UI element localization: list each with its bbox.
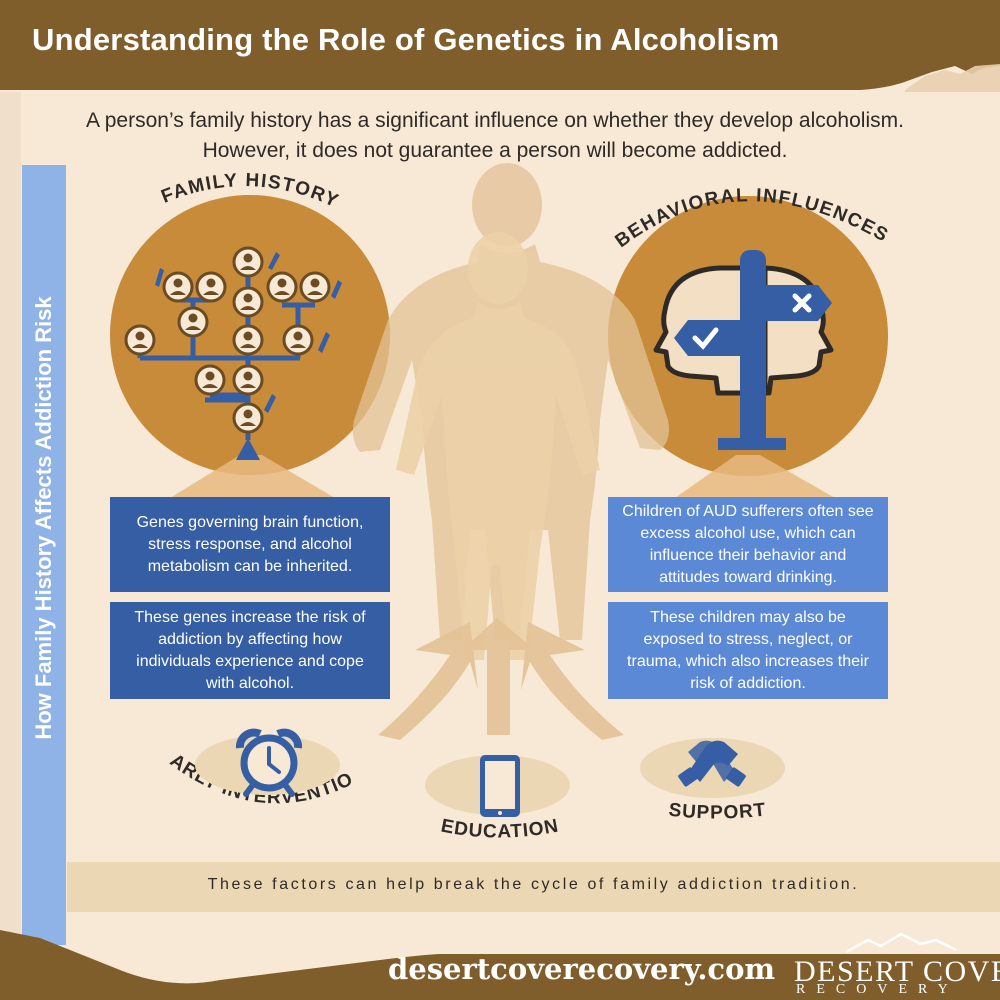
logo-main-text: DESERT COVE xyxy=(794,955,1000,988)
heads-signpost-icon xyxy=(653,250,834,450)
mountain-logo-icon xyxy=(845,932,957,954)
bottom-text: These factors can help break the cycle o… xyxy=(207,876,860,893)
check-icon xyxy=(692,327,719,350)
family-history-box-2: These genes increase the risk of addicti… xyxy=(110,602,390,699)
bottom-band xyxy=(67,862,1000,912)
handshake-icon xyxy=(678,740,746,787)
website-url[interactable]: desertcoverecovery.com xyxy=(388,952,776,986)
person-icon xyxy=(282,324,314,356)
family-history-text-1: Genes governing brain function, stress r… xyxy=(136,513,364,575)
behavioral-beam xyxy=(675,455,835,498)
arrows xyxy=(378,618,624,740)
bottle-icon xyxy=(331,280,342,299)
behavioral-text-2: These children may also be exposed to st… xyxy=(627,608,869,692)
person-icon xyxy=(162,271,194,303)
logo-sub-text: RECOVERY xyxy=(796,982,959,997)
person-icon xyxy=(299,271,331,303)
person-icon xyxy=(232,246,264,278)
person-icon xyxy=(232,324,264,356)
person-icon xyxy=(266,271,298,303)
person-icon xyxy=(194,364,226,396)
tablet-icon xyxy=(480,755,520,817)
family-history-box-1: Genes governing brain function, stress r… xyxy=(110,497,390,592)
family-history-beam xyxy=(170,455,335,498)
family-members xyxy=(124,246,331,434)
intro-text: A person’s family history has a signific… xyxy=(86,109,904,162)
person-icon xyxy=(232,286,264,318)
person-icon xyxy=(177,306,209,338)
person-icon xyxy=(232,402,264,434)
footer-banner xyxy=(0,930,1000,1000)
left-border-strip xyxy=(0,92,21,1000)
family-history-text-2: These genes increase the risk of addicti… xyxy=(134,608,366,692)
side-bar xyxy=(22,165,66,945)
behavioral-text-1: Children of AUD sufferers often see exce… xyxy=(622,502,874,586)
header-banner: Understanding the Role of Genetics in Al… xyxy=(0,0,1000,95)
bottle-icon xyxy=(264,394,276,413)
alarm-clock-icon xyxy=(235,728,303,797)
bottle-icon xyxy=(155,268,164,287)
bottle-icons xyxy=(155,252,342,413)
person-icon xyxy=(232,364,264,396)
header-shape xyxy=(0,0,1000,92)
child-silhouette xyxy=(396,232,600,660)
desert-cove-logo: DESERT COVE RECOVERY xyxy=(786,930,1000,1000)
person-icon xyxy=(124,324,156,356)
x-icon xyxy=(792,293,812,313)
bottle-icon xyxy=(268,252,280,270)
page-title: Understanding the Role of Genetics in Al… xyxy=(32,22,780,57)
behavioral-box-2: These children may also be exposed to st… xyxy=(608,602,888,699)
behavioral-box-1: Children of AUD sufferers often see exce… xyxy=(608,497,888,592)
bottle-icon xyxy=(318,332,330,353)
support-label: SUPPORT xyxy=(668,800,768,824)
person-icon xyxy=(195,271,227,303)
